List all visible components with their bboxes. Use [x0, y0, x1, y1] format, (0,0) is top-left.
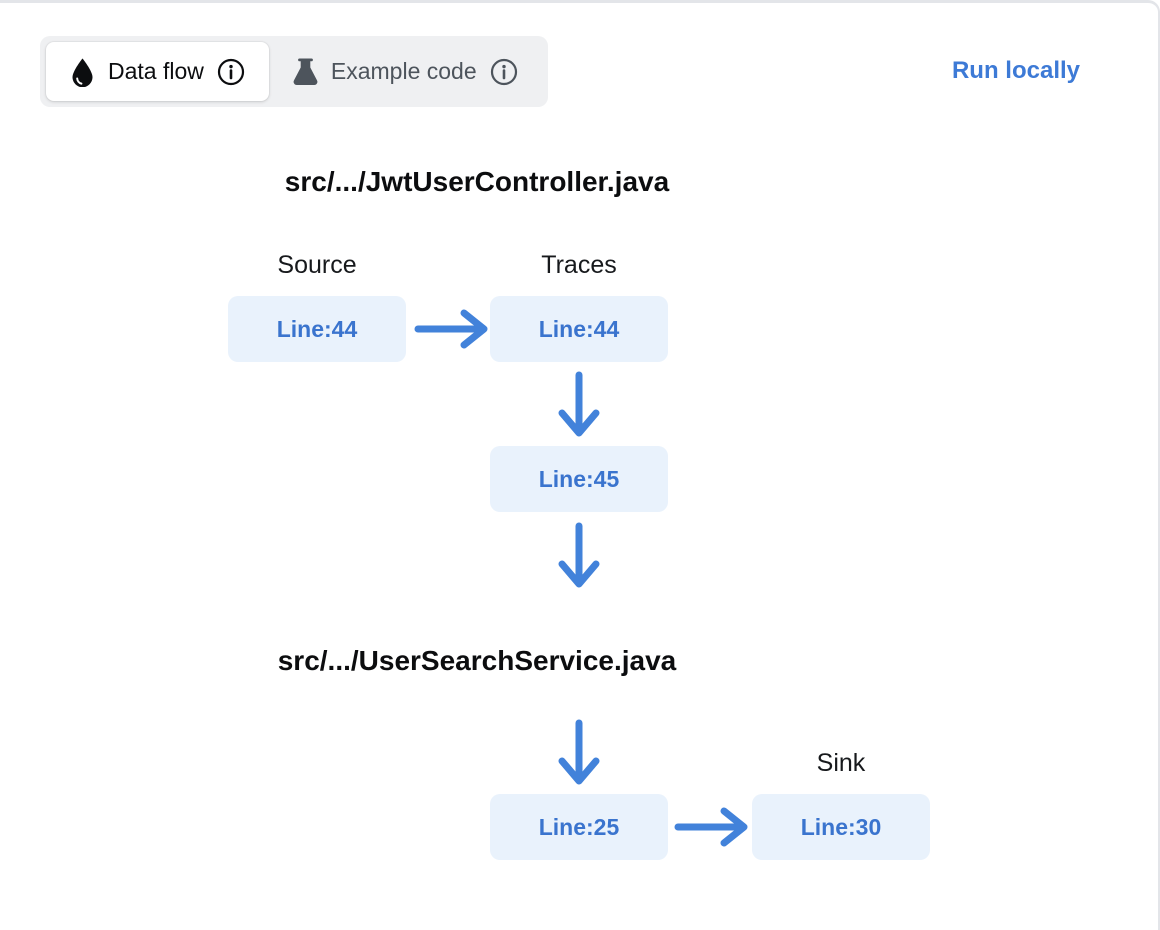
source-label: Source: [277, 251, 357, 279]
flow-node-sink[interactable]: Line:30: [752, 794, 930, 860]
flow-node-trace[interactable]: Line:25: [490, 794, 668, 860]
tab-example-code[interactable]: Example code: [269, 42, 542, 101]
arrow-down-icon: [556, 369, 602, 441]
arrow-down-icon: [556, 717, 602, 789]
flow-node-trace[interactable]: Line:44: [490, 296, 668, 362]
file-title: src/.../JwtUserController.java: [284, 166, 670, 197]
view-tab-bar: Data flow Example code: [40, 36, 548, 107]
droplet-icon: [70, 57, 95, 87]
traces-label: Traces: [541, 251, 617, 279]
arrow-down-icon: [556, 520, 602, 592]
tab-label: Data flow: [108, 58, 204, 84]
info-icon[interactable]: [490, 58, 518, 86]
arrow-right-icon: [672, 805, 754, 849]
tab-label: Example code: [330, 58, 477, 84]
arrow-right-icon: [412, 307, 494, 351]
flow-node-source[interactable]: Line:44: [228, 296, 406, 362]
flask-icon: [293, 57, 318, 87]
tab-data-flow[interactable]: Data flow: [46, 42, 269, 101]
file-title: src/.../UserSearchService.java: [277, 645, 677, 676]
flow-node-trace[interactable]: Line:45: [490, 446, 668, 512]
run-locally-link[interactable]: Run locally: [951, 57, 1080, 84]
info-icon[interactable]: [217, 58, 245, 86]
sink-label: Sink: [816, 749, 866, 777]
